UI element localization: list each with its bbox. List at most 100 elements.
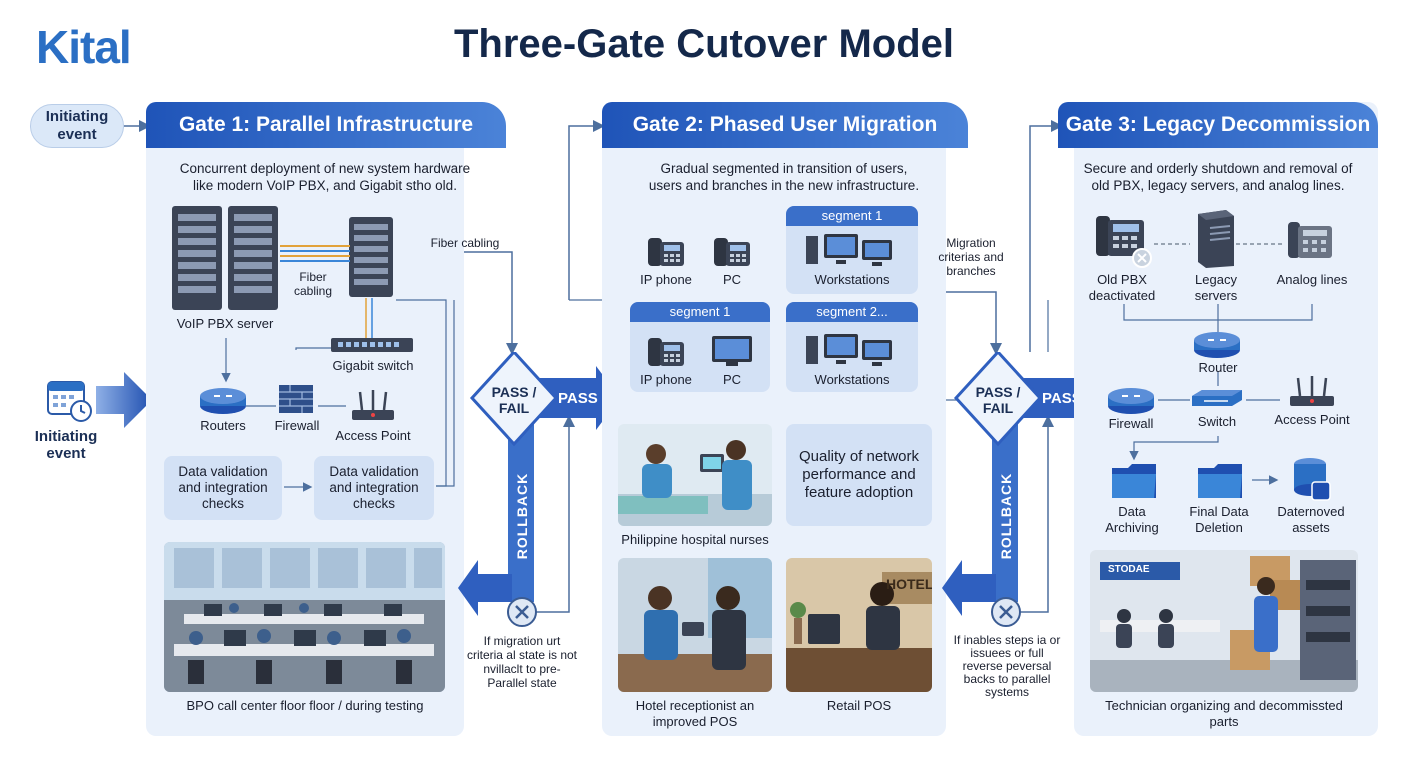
gate3-switch-label: Switch [1197,414,1237,429]
voip-pbx-label: VoIP PBX server [176,316,274,331]
hotel-sign: HOTEL [886,576,932,592]
fiber-cables-icon [280,245,350,262]
initiating-event-label: Initiating event [34,428,98,462]
decision1-rollback-label: ROLLBACK [514,472,530,560]
gate1-description: Concurrent deployment of new system hard… [150,160,500,194]
decision1-graphic [458,352,620,616]
workstations-label-bottom: Workstations [814,372,890,387]
analog-lines-label: Analog lines [1276,272,1348,287]
gate3-firewall-label: Firewall [1108,416,1154,431]
decision2-fail-icon[interactable] [990,596,1022,628]
gate2-description: Gradual segmented in transition of users… [606,160,962,194]
final-deletion-folder-icon [1198,464,1242,498]
decision1-rollback-note: If migration urt criteria al state is no… [466,634,578,690]
decision2-rollback-label: ROLLBACK [998,472,1014,560]
desk-phone-icon [714,238,750,266]
workstations-icon-top [806,234,892,266]
workstations-icon-bottom [806,334,892,366]
migration-criteria-label: Migration criterias and branches [938,236,1004,278]
gigabit-switch-icon [331,338,413,352]
fiber-cabling-inner-label: Fiber cabling [293,270,333,298]
router-icon [200,388,246,414]
final-deletion-label: Final Data Deletion [1189,504,1249,535]
gate3-access-point-icon [1290,376,1334,406]
ip-phone-label-1: IP phone [640,272,692,287]
gate3-access-point-label: Access Point [1274,412,1350,427]
nurses-photo-caption: Philippine hospital nurses [621,532,769,547]
calendar-clock-icon [47,381,92,422]
firewall-label: Firewall [274,418,320,433]
page-title: Three-Gate Cutover Model [453,22,955,66]
segment-chip-right: segment 2... [786,302,918,322]
fiber-cabling-outer-label: Fiber cabling [430,236,500,250]
voip-server-icon [172,206,278,310]
decision1-pass-label: PASS [558,390,598,407]
retail-pos-photo [786,558,932,692]
ip-phone-icon [648,238,684,266]
gigabit-switch-label: Gigabit switch [332,358,414,373]
removed-assets-database-icon [1294,458,1331,501]
decision2-pass-label: PASS [1042,390,1082,407]
gate1-title: Gate 1: Parallel Infrastructure [178,113,474,136]
data-validation-box-2[interactable]: Data validation and integration checks [314,456,434,520]
hospital-nurses-photo [618,424,772,526]
quality-text: Quality of network performance and featu… [798,448,920,501]
data-archiving-folder-icon [1112,464,1156,498]
gate2-description-line2: users and branches in the new infrastruc… [648,178,920,193]
monitor-icon [712,336,752,366]
gate3-description-line1: Secure and orderly shutdown and removal … [1083,161,1353,176]
retail-photo-caption: Retail POS [826,698,892,713]
data-archiving-label: Data Archiving [1105,504,1159,535]
gate2-title: Gate 2: Phased User Migration [632,113,938,136]
fiber-rack-icon [349,217,393,297]
segment-chip-left: segment 1 [630,302,770,322]
ip-phone-icon-2 [648,338,684,366]
pc-label-1: PC [722,272,742,287]
legacy-server-icon [1198,210,1234,268]
hotel-receptionist-photo [618,558,772,692]
gate2-header: Gate 2: Phased User Migration [602,102,968,148]
gate1-description-line1: Concurrent deployment of new system hard… [179,161,471,176]
initiating-event-pill[interactable]: Initiating event [30,104,124,148]
store-sign: STODAE [1108,564,1150,575]
gate3-lower-lines [1129,436,1219,461]
decision2-diamond-label[interactable]: PASS / FAIL [975,384,1021,416]
gate1-description-line2: like modern VoIP PBX, and Gigabit stho o… [193,178,457,193]
technician-photo [1090,550,1358,692]
deletion-arrow-icon [1252,475,1279,485]
gate1-lines [221,298,455,492]
decision1-diamond-label[interactable]: PASS / FAIL [491,384,537,416]
decision1-fail-icon[interactable] [506,596,538,628]
decision2-rollback-note: If inables steps ia or issuees or full r… [953,633,1061,699]
pc-label-2: PC [722,372,742,387]
retail-pos-photo-frame: HOTEL [786,558,932,692]
old-pbx-label: Old PBX deactivated [1088,272,1156,303]
kital-logo: Kital [36,21,132,73]
workstations-label-top: Workstations [814,272,890,287]
data-validation-text-2: Data validation and integration checks [329,464,419,511]
access-point-icon [352,390,394,420]
bpo-call-center-photo [164,542,445,692]
old-pbx-icon [1096,216,1152,268]
gate3-description-line2: old PBX, legacy servers, and analog line… [1091,178,1345,193]
technician-photo-caption: Technician organizing and decommissted p… [1105,698,1343,729]
access-point-label: Access Point [335,428,411,443]
data-validation-box-1[interactable]: Data validation and integration checks [164,456,282,520]
initiating-arrow [96,372,152,428]
gate3-lines [1123,243,1313,401]
quality-box: Quality of network performance and featu… [786,424,932,526]
legacy-servers-label: Legacy servers [1194,272,1238,303]
hotel-photo-caption: Hotel receptionist an improved POS [635,698,755,729]
gate2-description-line1: Gradual segmented in transition of users… [660,161,908,176]
gate3-router-label: Router [1198,360,1238,375]
bpo-photo-caption: BPO call center floor floor / during tes… [186,698,424,713]
gate1-header: Gate 1: Parallel Infrastructure [146,102,506,148]
firewall-icon [279,385,313,413]
gate3-header: Gate 3: Legacy Decommission [1058,102,1378,148]
data-validation-text-1: Data validation and integration checks [178,464,268,511]
technician-photo-frame: STODAE [1090,550,1358,692]
ip-phone-label-2: IP phone [640,372,692,387]
gate3-router-icon [1194,332,1240,358]
gate3-title: Gate 3: Legacy Decommission [1065,113,1371,136]
routers-label: Routers [200,418,246,433]
